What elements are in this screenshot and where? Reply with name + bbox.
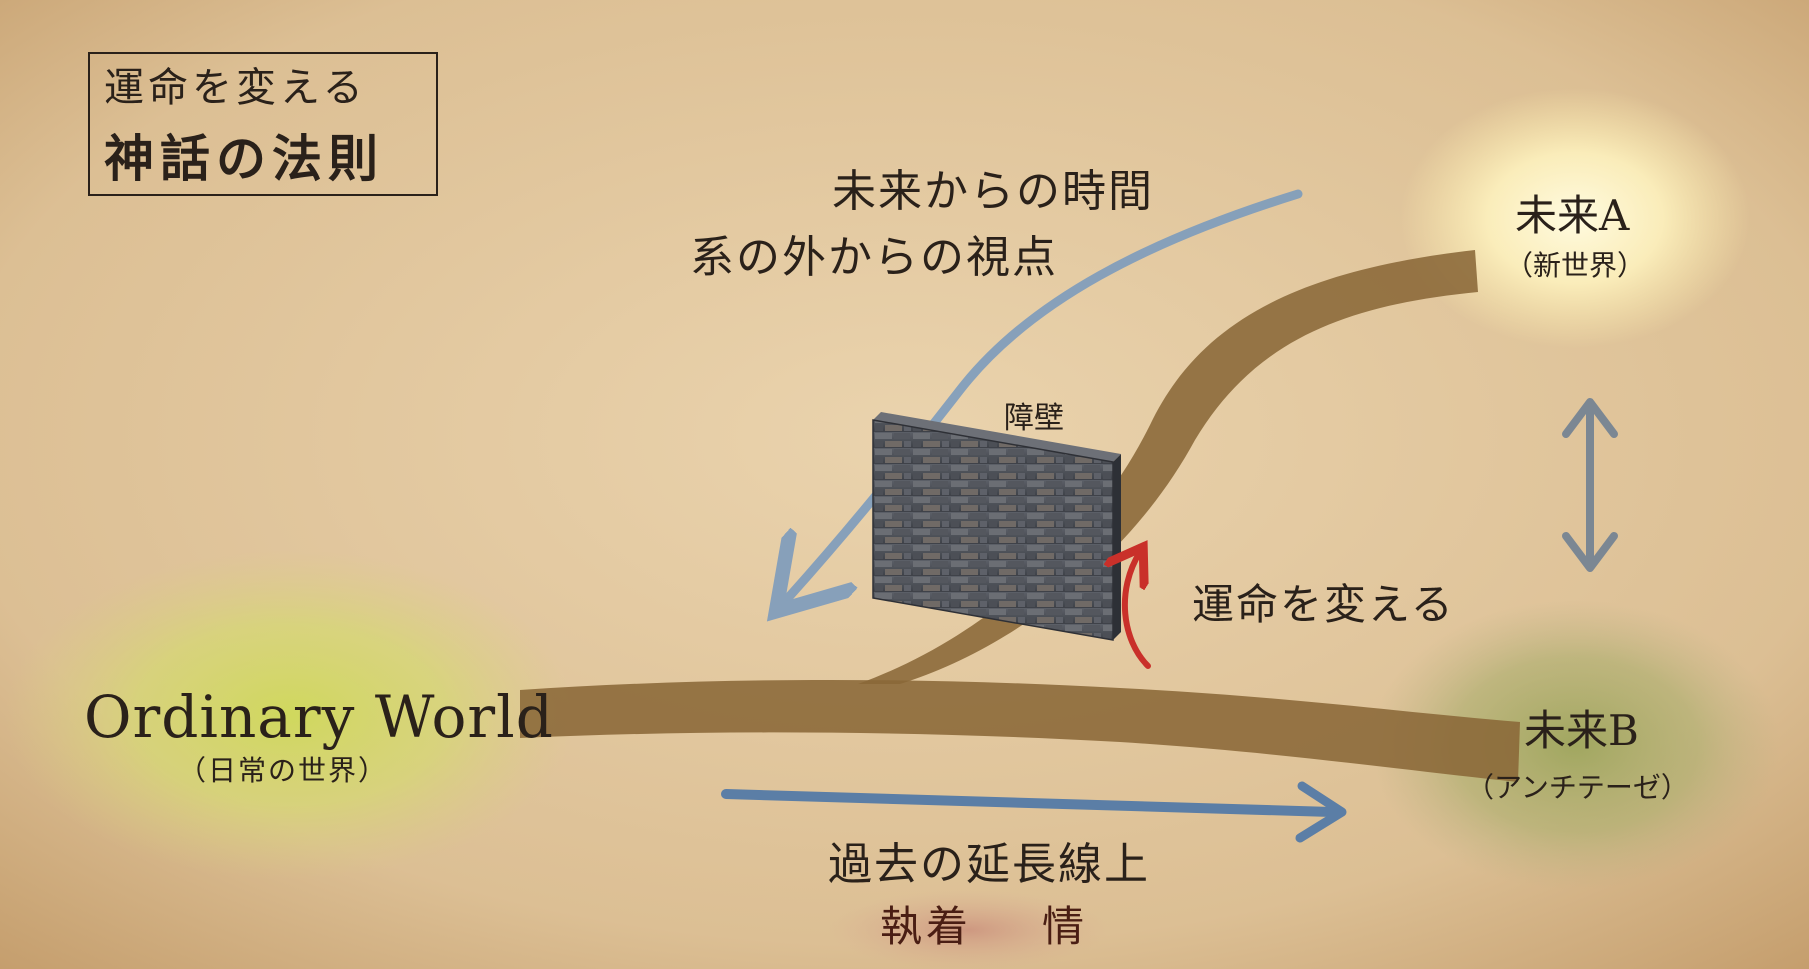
path-to-future-b — [520, 679, 1520, 782]
title-line-1: 運命を変える — [104, 65, 367, 111]
barrier-wall-front — [872, 419, 1114, 641]
title-line-2: 神話の法則 — [104, 129, 384, 188]
future-a-glow — [1400, 88, 1750, 348]
right-arrow-icon — [721, 781, 1347, 843]
ordinary-world-subtitle: （日常の世界） — [178, 754, 389, 787]
emotion-glow — [828, 890, 1108, 969]
future-b-glow — [1370, 600, 1780, 890]
ordinary-world-glow — [5, 550, 575, 880]
path-to-future-a — [858, 250, 1478, 684]
change-fate-label: 運命を変える — [1192, 580, 1455, 629]
future-time-label: 未来からの時間 — [832, 166, 1154, 217]
outside-view-label: 系の外からの視点 — [690, 232, 1058, 283]
future-b-subtitle: （アンチテーゼ） — [1466, 771, 1689, 804]
barrier-wall-side — [1113, 454, 1121, 640]
barrier-wall — [872, 412, 1121, 641]
future-a-title: 未来A — [1515, 191, 1630, 240]
attachment-label: 執着 — [880, 902, 973, 951]
double-headed-arrow-icon — [1562, 398, 1618, 572]
past-extension-label: 過去の延長線上 — [828, 839, 1150, 890]
barrier-label: 障壁 — [1004, 401, 1064, 436]
ordinary-world-title: Ordinary World — [84, 683, 554, 751]
future-time-arrow — [788, 189, 1303, 598]
future-b-title: 未来B — [1524, 706, 1639, 755]
change-fate-arrow — [1125, 552, 1151, 669]
emotion-label: 情 — [1042, 902, 1085, 951]
title-box — [88, 52, 438, 196]
barrier-wall-top — [873, 412, 1121, 462]
future-a-subtitle: （新世界） — [1505, 249, 1646, 282]
